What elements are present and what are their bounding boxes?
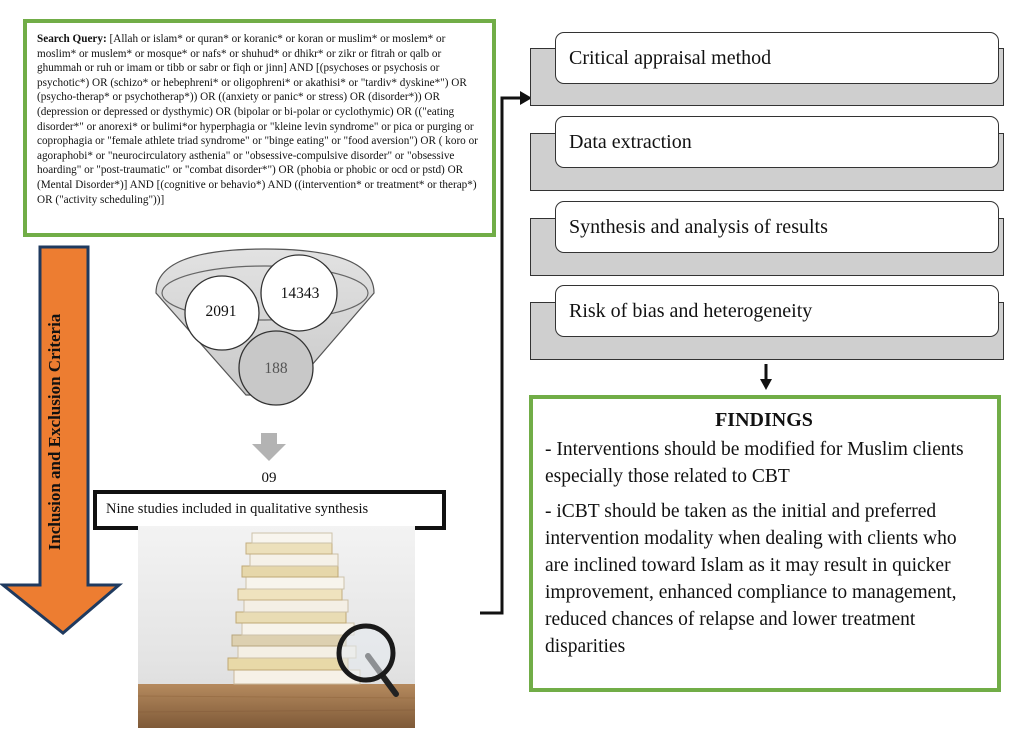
included-studies-label: Nine studies included in qualitative syn… — [106, 501, 369, 517]
circle-2091 — [184, 275, 260, 351]
step-1-label: Critical appraisal method — [569, 46, 772, 69]
circle-188 — [238, 330, 314, 406]
finding-2: - iCBT should be taken as the initial an… — [545, 501, 957, 657]
count-14343: 14343 — [280, 285, 320, 302]
findings-down-arrow — [760, 364, 772, 390]
included-studies-box: Nine studies included in qualitative syn… — [93, 490, 446, 530]
inclusion-exclusion-arrow — [0, 245, 124, 635]
search-query-box: Search Query: [Allah or islam* or quran*… — [23, 19, 496, 237]
finding-1: - Interventions should be modified for M… — [545, 439, 964, 487]
step-data-extraction: Data extraction — [555, 116, 999, 168]
search-funnel — [155, 248, 375, 406]
inclusion-exclusion-label: Inclusion and Exclusion Criteria — [45, 313, 64, 551]
funnel-down-arrow — [252, 433, 286, 461]
count-188: 188 — [264, 360, 288, 377]
paper-stack — [227, 532, 361, 685]
step-risk-of-bias: Risk of bias and heterogeneity — [555, 285, 999, 337]
step-2-label: Data extraction — [569, 130, 692, 153]
step-synthesis-analysis: Synthesis and analysis of results — [555, 201, 999, 253]
result-count: 09 — [261, 470, 277, 486]
magnifying-glass-icon — [336, 623, 399, 697]
wooden-table — [138, 684, 415, 728]
funnel-rim — [161, 265, 369, 321]
circle-14343 — [260, 254, 338, 332]
search-query-text: [Allah or islam* or quran* or koranic* o… — [37, 33, 478, 206]
step-critical-appraisal: Critical appraisal method — [555, 32, 999, 84]
document-stack-image — [138, 526, 415, 728]
step-4-label: Risk of bias and heterogeneity — [569, 299, 813, 322]
count-2091: 2091 — [205, 303, 237, 320]
search-query-label: Search Query: — [37, 33, 107, 45]
findings-title: FINDINGS — [715, 409, 813, 431]
connector-arrow — [480, 91, 532, 615]
findings-box: FINDINGS - Interventions should be modif… — [529, 395, 1001, 692]
step-3-label: Synthesis and analysis of results — [569, 215, 828, 238]
